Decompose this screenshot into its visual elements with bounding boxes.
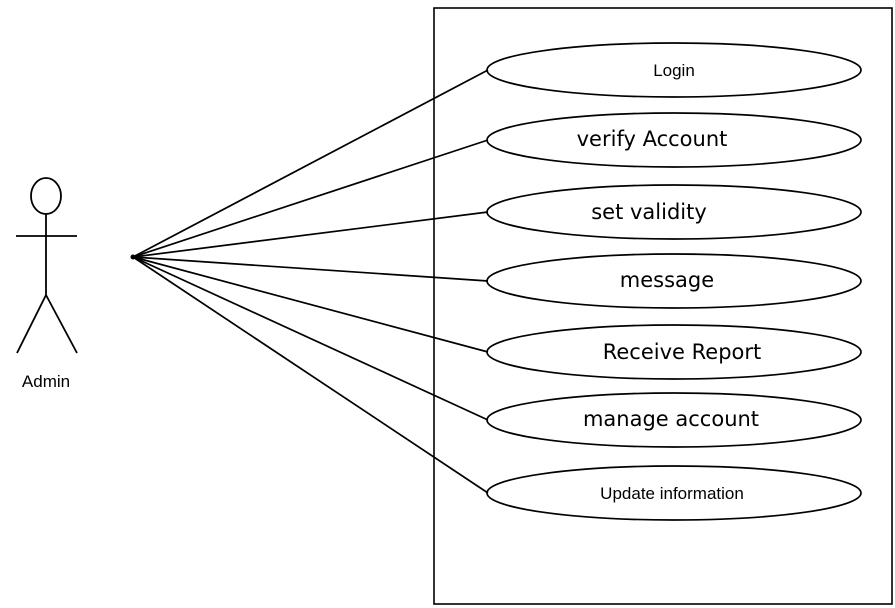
association-manage-account (132, 256, 489, 421)
use-case-label: manage account (583, 407, 759, 431)
use-case-ellipse (486, 253, 862, 309)
use-case-label: Receive Report (603, 340, 762, 364)
use-case-label: set validity (591, 200, 707, 224)
association-verify-account (132, 139, 489, 258)
use-case-label: message (620, 268, 714, 292)
use-case-ellipse (486, 324, 862, 380)
association-update-information (132, 256, 489, 494)
associations (130, 69, 489, 494)
use-case-ellipse (486, 465, 862, 521)
actor-label: Admin (22, 372, 70, 391)
use-case-update-information: Update information (486, 465, 862, 521)
stick-figure-icon (16, 177, 78, 354)
use-case-label: Update information (600, 484, 744, 503)
use-case-ellipse (486, 112, 862, 168)
association-set-validity (132, 211, 489, 258)
use-case-set-validity: set validity (486, 184, 862, 240)
use-case-label: Login (653, 61, 695, 80)
use-case-ellipse (486, 184, 862, 240)
association-receive-report (132, 256, 489, 353)
association-message (132, 256, 489, 282)
actor-admin: Admin (16, 177, 78, 391)
use-case-ellipse (486, 392, 862, 448)
system-boundary (433, 7, 893, 605)
use-case-receive-report: Receive Report (486, 324, 862, 380)
association-origin (130, 254, 136, 260)
use-case-verify-account: verify Account (486, 112, 862, 168)
association-login (132, 69, 489, 258)
use-case-label: verify Account (577, 127, 728, 151)
use-case-message: message (486, 253, 862, 309)
use-case-ellipse (486, 42, 862, 98)
use-case-login: Login (486, 42, 862, 98)
use-case-manage-account: manage account (486, 392, 862, 448)
